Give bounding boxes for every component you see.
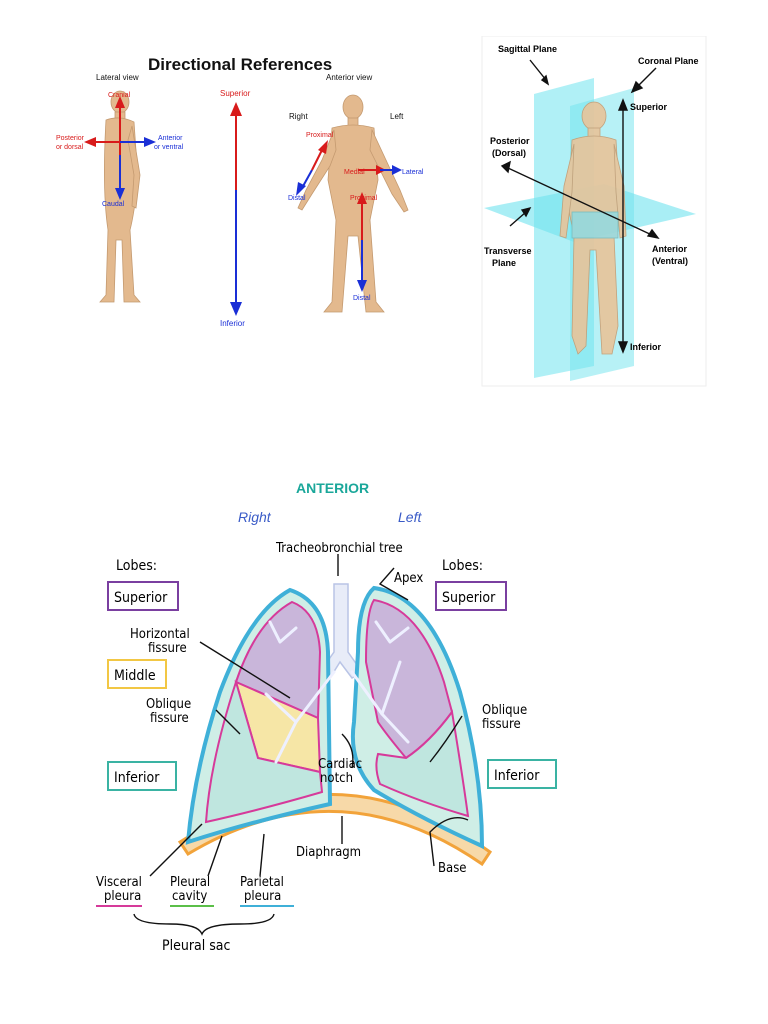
bronchial-tree — [264, 620, 410, 764]
distal-arm-label: Distal — [288, 195, 306, 202]
posterior-label: Posterior — [56, 135, 85, 142]
lateral-arrows — [84, 96, 156, 200]
cardiac-notch-label: Cardiac — [318, 757, 362, 772]
pleural-sac-brace — [133, 913, 275, 936]
lateral-view-label: Lateral view — [96, 73, 139, 82]
planes-axes — [500, 59, 660, 354]
superior-lobe-label-left: Superior — [442, 590, 496, 606]
coronal-label: Coronal Plane — [638, 56, 699, 66]
parietal-pleura-label-2: pleura — [244, 889, 281, 904]
parietal-pleura-label: Parietal — [240, 875, 284, 890]
right-label: Right — [289, 112, 308, 121]
visceral-pleura-label-2: pleura — [104, 889, 141, 904]
inferior-lobe-box-left — [487, 759, 557, 789]
lobes-label-left: Lobes: — [442, 558, 483, 574]
anterior-view-label: Anterior view — [326, 73, 372, 82]
horizontal-fissure-label: Horizontal — [130, 627, 190, 642]
pleural-cavity-label-2: cavity — [172, 889, 207, 904]
planes-anterior-label: Anterior — [652, 244, 688, 254]
inferior-lobe-label-left: Inferior — [494, 768, 540, 784]
anterior-body-figure — [297, 94, 409, 313]
horizontal-fissure-label-2: fissure — [148, 641, 187, 656]
anterior-label: Anterior — [158, 135, 183, 142]
lungs-right-label: Right — [238, 509, 272, 525]
inferior-label: Inferior — [220, 319, 245, 328]
base-label: Base — [438, 861, 466, 876]
lungs-anterior-title: ANTERIOR — [296, 480, 369, 496]
pleural-cavity-label: Pleural — [170, 875, 210, 890]
lobes-label-right: Lobes: — [116, 558, 157, 574]
superior-lobe-box-right — [107, 581, 179, 611]
transverse-label: Transverse — [484, 246, 532, 256]
lungs-figure: ANTERIOR Right Left Lobes: Superior M — [96, 480, 557, 954]
superior-label: Superior — [220, 89, 251, 98]
distal-leg-label: Distal — [353, 295, 371, 302]
inferior-lobe-box-right — [107, 761, 177, 791]
middle-lobe-box — [107, 659, 167, 689]
left-lung-inferior-lobe — [375, 709, 470, 818]
right-lung-inferior-lobe — [204, 678, 324, 824]
leader-lines — [149, 554, 469, 877]
oblique-fissure-left-label: Oblique — [482, 703, 527, 718]
cardiac-notch-label-2: notch — [320, 771, 353, 786]
pleural-sac-label: Pleural sac — [162, 938, 231, 954]
transverse-label-2: Plane — [492, 258, 516, 268]
superior-lobe-box-left — [435, 581, 507, 611]
middle-lobe-label: Middle — [114, 668, 156, 684]
planes-body-figure — [559, 101, 627, 355]
inferior-lobe-label-right: Inferior — [114, 770, 160, 786]
oblique-fissure-left-label-2: fissure — [482, 717, 521, 732]
lungs-left-label: Left — [398, 509, 422, 525]
diaphragm-label: Diaphragm — [296, 845, 361, 860]
medial-label: Medial — [344, 169, 365, 176]
oblique-fissure-right-label: Oblique — [146, 697, 191, 712]
caudal-label: Caudal — [102, 201, 125, 208]
planes-posterior-label: Posterior — [490, 136, 530, 146]
left-label: Left — [390, 112, 404, 121]
superior-inferior-arrow — [230, 102, 242, 316]
planes-anterior-label-2: (Ventral) — [652, 256, 688, 266]
planes-inferior-label: Inferior — [630, 342, 662, 352]
anterior-arrows — [296, 140, 402, 292]
proximal-leg-label: Proximal — [350, 195, 378, 202]
body-planes-figure: Sagittal Plane Coronal Plane Superior Po… — [481, 36, 707, 387]
cranial-label: Cranial — [108, 92, 131, 99]
directional-title: Directional References — [148, 55, 332, 74]
posterior-label-2: or dorsal — [56, 144, 84, 151]
directional-references-figure: Directional References Lateral view Ante… — [56, 55, 424, 328]
lateral-label: Lateral — [402, 169, 424, 176]
apex-label: Apex — [394, 571, 423, 586]
sagittal-label: Sagittal Plane — [498, 44, 557, 54]
planes-superior-label: Superior — [630, 102, 668, 112]
superior-lobe-label-right: Superior — [114, 590, 168, 606]
anterior-label-2: or ventral — [154, 144, 184, 151]
proximal-arm-label: Proximal — [306, 132, 334, 139]
planes-posterior-label-2: (Dorsal) — [492, 148, 526, 158]
visceral-pleura-label: Visceral — [96, 875, 142, 890]
oblique-fissure-right-label-2: fissure — [150, 711, 189, 726]
tracheobronchial-label: Tracheobronchial tree — [275, 541, 403, 556]
